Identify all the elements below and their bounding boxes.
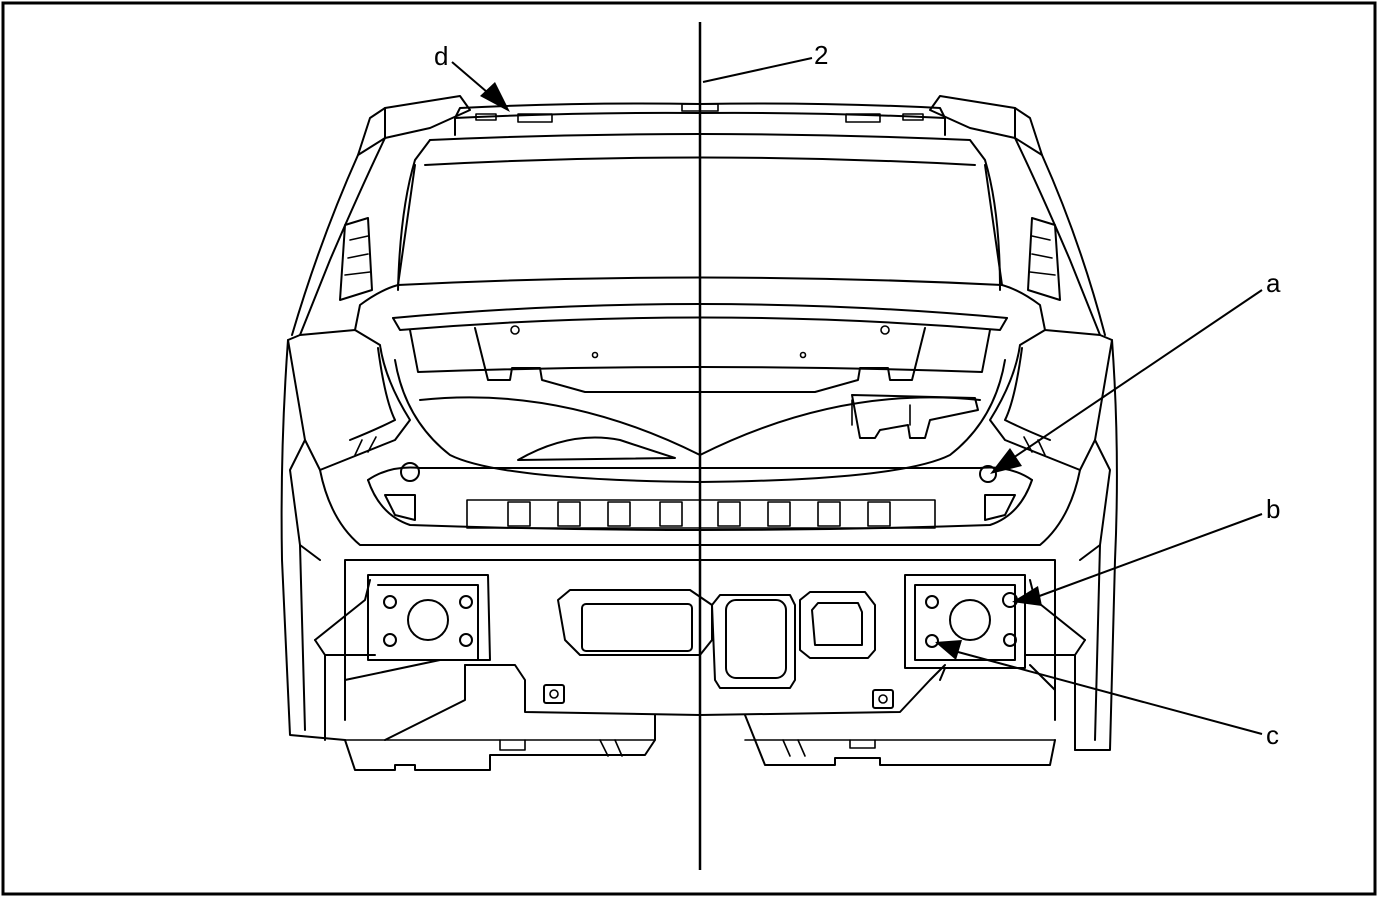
- label-b: b: [1266, 494, 1280, 524]
- callout-a: a: [990, 268, 1281, 474]
- callout-b: b: [1012, 494, 1280, 606]
- roof-pad: [475, 113, 497, 121]
- body-outline: [280, 95, 1118, 771]
- callout-d: d: [434, 41, 510, 112]
- roof-pad: [845, 113, 881, 123]
- roof-pad: [902, 113, 924, 121]
- label-c: c: [1266, 720, 1279, 750]
- callout-2: 2: [702, 40, 828, 83]
- callout-c: c: [935, 640, 1279, 750]
- roof-pad: [517, 113, 553, 123]
- label-a: a: [1266, 268, 1281, 298]
- label-2: 2: [814, 40, 828, 70]
- label-d: d: [434, 41, 448, 71]
